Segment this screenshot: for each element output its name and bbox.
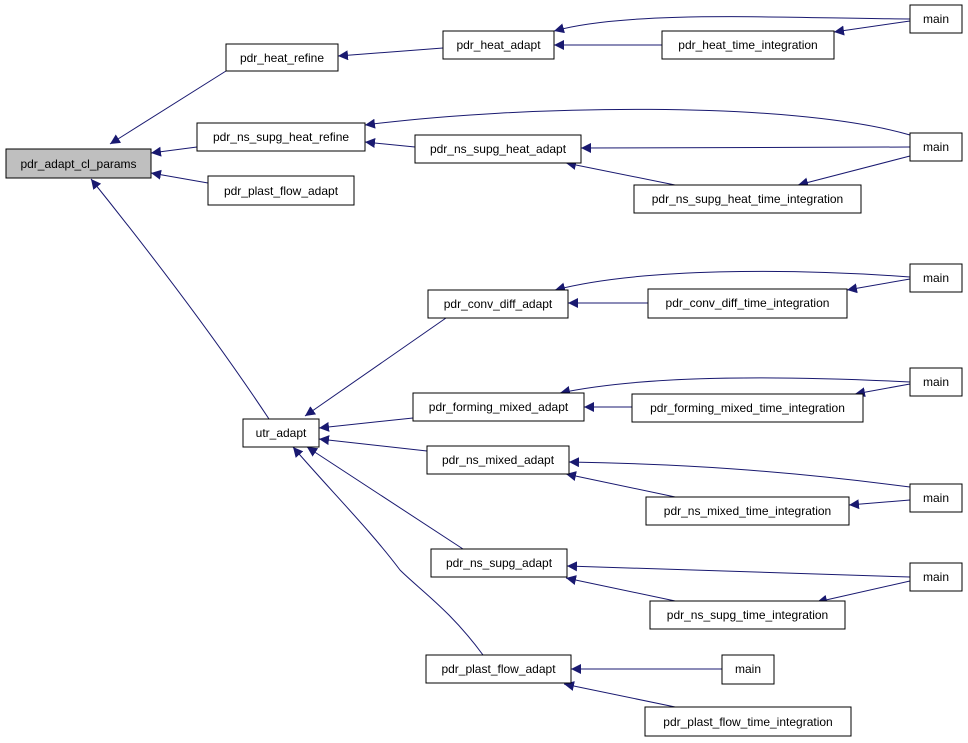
edge-main6-to-ns-supg-time <box>816 580 911 605</box>
edge-utr-adapt-to-root <box>90 178 270 420</box>
node-label: pdr_forming_mixed_time_integration <box>650 401 845 415</box>
node-pdr-heat-adapt[interactable]: pdr_heat_adapt <box>442 30 555 60</box>
node-pdr-ns-supg-heat-time-integration[interactable]: pdr_ns_supg_heat_time_integration <box>633 184 862 214</box>
node-label: pdr_ns_supg_heat_adapt <box>430 142 567 156</box>
edge-main2-to-ns-supg-heat-adapt <box>580 142 911 153</box>
node-pdr-ns-supg-time-integration[interactable]: pdr_ns_supg_time_integration <box>649 600 846 630</box>
edge-main3-to-conv-diff-time <box>846 278 911 294</box>
edge-plast-flow-adapt-b-to-utr <box>292 446 484 656</box>
edge-main1-to-heat-time <box>833 20 911 36</box>
node-main-6[interactable]: main <box>909 562 963 592</box>
edge-main5-to-ns-mixed-adapt <box>568 457 911 488</box>
node-main-1[interactable]: main <box>909 4 963 34</box>
node-label: pdr_plast_flow_adapt <box>224 184 339 198</box>
node-pdr-ns-mixed-time-integration[interactable]: pdr_ns_mixed_time_integration <box>645 496 850 526</box>
edge-ns-supg-heat-adapt-to-ns-supg-heat-refine <box>364 138 416 148</box>
edge-conv-diff-adapt-to-utr <box>304 317 447 417</box>
node-pdr-forming-mixed-adapt[interactable]: pdr_forming_mixed_adapt <box>412 392 585 422</box>
node-label: main <box>923 12 949 26</box>
node-label: main <box>923 375 949 389</box>
node-label: pdr_conv_diff_adapt <box>444 297 553 311</box>
node-pdr-heat-time-integration[interactable]: pdr_heat_time_integration <box>661 30 835 60</box>
node-label: pdr_ns_mixed_time_integration <box>664 504 831 518</box>
edge-ns-mixed-time-to-ns-mixed-adapt <box>565 471 681 499</box>
node-pdr-ns-supg-adapt[interactable]: pdr_ns_supg_adapt <box>430 548 568 578</box>
node-label: pdr_ns_supg_adapt <box>446 556 553 570</box>
edge-plast-flow-adapt-to-root <box>150 169 209 184</box>
edge-ns-supg-adapt-to-utr <box>306 446 464 550</box>
node-pdr-adapt-cl-params[interactable]: pdr_adapt_cl_params <box>5 148 152 179</box>
edge-ns-supg-heat-time-to-ns-supg-heat-adapt <box>565 160 681 187</box>
node-pdr-heat-refine[interactable]: pdr_heat_refine <box>225 43 339 72</box>
edge-heat-refine-to-root <box>109 70 227 145</box>
edge-main4-to-forming-mixed-adapt <box>559 377 911 396</box>
node-pdr-ns-supg-heat-refine[interactable]: pdr_ns_supg_heat_refine <box>196 122 366 152</box>
node-label: pdr_heat_time_integration <box>678 38 817 52</box>
node-label: pdr_conv_diff_time_integration <box>666 296 830 310</box>
node-main-7[interactable]: main <box>721 654 775 685</box>
node-main-2[interactable]: main <box>909 132 963 162</box>
edge-main4-to-forming-mixed-time <box>854 383 911 398</box>
edge-ns-supg-time-to-ns-supg-adapt <box>565 575 681 603</box>
node-label: pdr_plast_flow_adapt <box>441 662 556 676</box>
edge-main1-to-heat-adapt <box>553 16 911 34</box>
edge-main5-to-ns-mixed-time <box>848 499 911 510</box>
edge-main2-to-ns-supg-heat-refine <box>364 108 911 136</box>
node-pdr-forming-mixed-time-integration[interactable]: pdr_forming_mixed_time_integration <box>631 393 864 423</box>
node-label: pdr_plast_flow_time_integration <box>663 715 832 729</box>
node-main-3[interactable]: main <box>909 263 963 293</box>
node-label: main <box>923 570 949 584</box>
node-label: utr_adapt <box>256 426 307 440</box>
node-label: pdr_ns_supg_heat_refine <box>213 130 349 144</box>
edge-plast-flow-time-to-plast-flow-adapt-b <box>563 681 681 709</box>
node-label: pdr_heat_refine <box>240 51 324 65</box>
node-utr-adapt[interactable]: utr_adapt <box>242 418 320 448</box>
node-label: pdr_heat_adapt <box>456 38 541 52</box>
node-main-4[interactable]: main <box>909 367 963 397</box>
node-label: pdr_ns_mixed_adapt <box>442 453 555 467</box>
edge-main3-to-conv-diff-adapt <box>554 270 911 293</box>
node-label: pdr_adapt_cl_params <box>20 157 136 171</box>
node-pdr-ns-supg-heat-adapt[interactable]: pdr_ns_supg_heat_adapt <box>414 134 582 164</box>
node-pdr-plast-flow-adapt-b[interactable]: pdr_plast_flow_adapt <box>425 654 572 684</box>
node-label: pdr_ns_supg_time_integration <box>667 608 828 622</box>
edge-ns-supg-heat-refine-to-root <box>150 146 198 157</box>
node-pdr-conv-diff-time-integration[interactable]: pdr_conv_diff_time_integration <box>647 288 848 319</box>
edge-main6-to-ns-supg-adapt <box>566 561 911 578</box>
node-label: pdr_ns_supg_heat_time_integration <box>652 192 843 206</box>
node-label: main <box>923 491 949 505</box>
node-pdr-plast-flow-adapt-a[interactable]: pdr_plast_flow_adapt <box>207 175 355 206</box>
node-label: main <box>923 271 949 285</box>
edge-main2-to-ns-supg-heat-time <box>797 155 911 188</box>
edges <box>90 16 911 709</box>
node-pdr-plast-flow-time-integration[interactable]: pdr_plast_flow_time_integration <box>644 706 852 737</box>
edge-forming-mixed-adapt-to-utr <box>318 417 414 432</box>
nodes: pdr_adapt_cl_params pdr_heat_refine pdr_… <box>5 4 963 737</box>
node-label: main <box>735 662 761 676</box>
node-label: pdr_forming_mixed_adapt <box>429 400 569 414</box>
node-pdr-conv-diff-adapt[interactable]: pdr_conv_diff_adapt <box>427 289 569 319</box>
edge-ns-mixed-adapt-to-utr <box>318 435 428 452</box>
node-label: main <box>923 140 949 154</box>
edge-heat-adapt-to-heat-refine <box>337 47 444 61</box>
node-main-5[interactable]: main <box>909 483 963 513</box>
node-pdr-ns-mixed-adapt[interactable]: pdr_ns_mixed_adapt <box>426 445 570 475</box>
